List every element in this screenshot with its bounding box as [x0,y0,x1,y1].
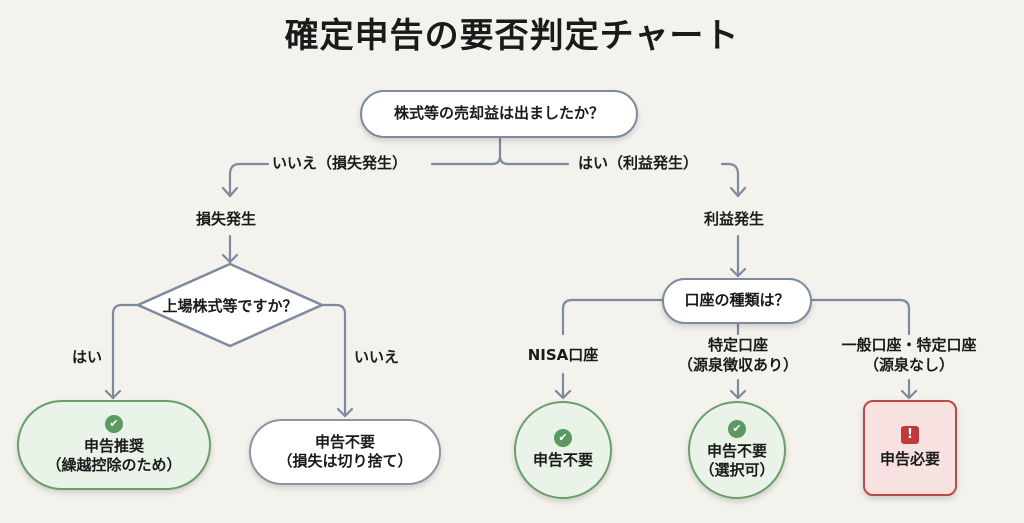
option-label-line2: （源泉徴収あり） [677,355,798,374]
loss-heading: 損失発生 [196,210,257,228]
option-label-line1: NISA口座 [527,346,599,364]
result-line1: 申告不要 [314,432,375,451]
result-line2: （選択可） [699,461,775,479]
diamond-yes-label: はい [72,348,103,366]
connector-diamond-yes [111,303,139,400]
result-line1: 申告不要 [532,451,593,470]
result-tokutei-not-required: ✔ 申告不要 （選択可） [688,401,786,499]
start-question-text: 株式等の売却益は出ましたか？ [393,104,604,123]
start-question-node: 株式等の売却益は出ましたか？ [360,90,638,138]
result-filing-recommended: ✔ 申告推奨 （繰越控除のため） [17,400,211,490]
connector-yes-branch [506,162,740,198]
connector-diamond-no [320,303,347,418]
option-label-tokutei: 特定口座 （源泉徴収あり） [668,336,808,375]
account-type-node: 口座の種類は？ [662,278,812,324]
diamond-no-label: いいえ [354,348,400,366]
account-type-question: 口座の種類は？ [684,291,790,310]
branch-label-yes: はい（利益発生） [578,154,699,172]
branch-label-no: いいえ（損失発生） [272,154,408,172]
arrowhead-loss [221,186,239,198]
result-line1: 申告不要 [706,441,767,460]
connector-account-nisa [561,298,664,336]
option-label-general: 一般口座・特定口座 （源泉なし） [829,336,989,375]
check-icon: ✔ [728,419,746,438]
result-line2: （繰越控除のため） [46,456,182,474]
option-label-nisa: NISA口座 [523,346,603,366]
arrowhead-profit [729,186,747,198]
listed-stock-decision: 上場株式等ですか？ [134,262,326,348]
alert-icon: ! [901,426,919,445]
check-icon: ✔ [105,414,123,433]
option-label-line1: 一般口座・特定口座 [841,336,977,354]
result-filing-required: ! 申告必要 [863,400,957,496]
diamond-shape [134,262,326,348]
listed-stock-question: 上場株式等ですか？ [162,296,298,315]
option-label-line2: （源泉なし） [863,355,954,374]
chart-title: 確定申告の要否判定チャート [284,16,740,56]
option-label-line1: 特定口座 [707,336,768,354]
connector-start-stem [490,134,510,166]
connector-no-branch [228,162,494,198]
result-line1: 申告必要 [879,450,940,469]
result-filing-not-required-loss: 申告不要 （損失は切り捨て） [249,419,441,485]
result-nisa-not-required: ✔ 申告不要 [514,401,612,499]
result-line1: 申告推奨 [83,436,144,455]
connector-account-general [810,298,911,336]
check-icon: ✔ [554,429,572,448]
result-line2: （損失は切り捨て） [277,452,413,470]
profit-heading: 利益発生 [704,210,765,228]
